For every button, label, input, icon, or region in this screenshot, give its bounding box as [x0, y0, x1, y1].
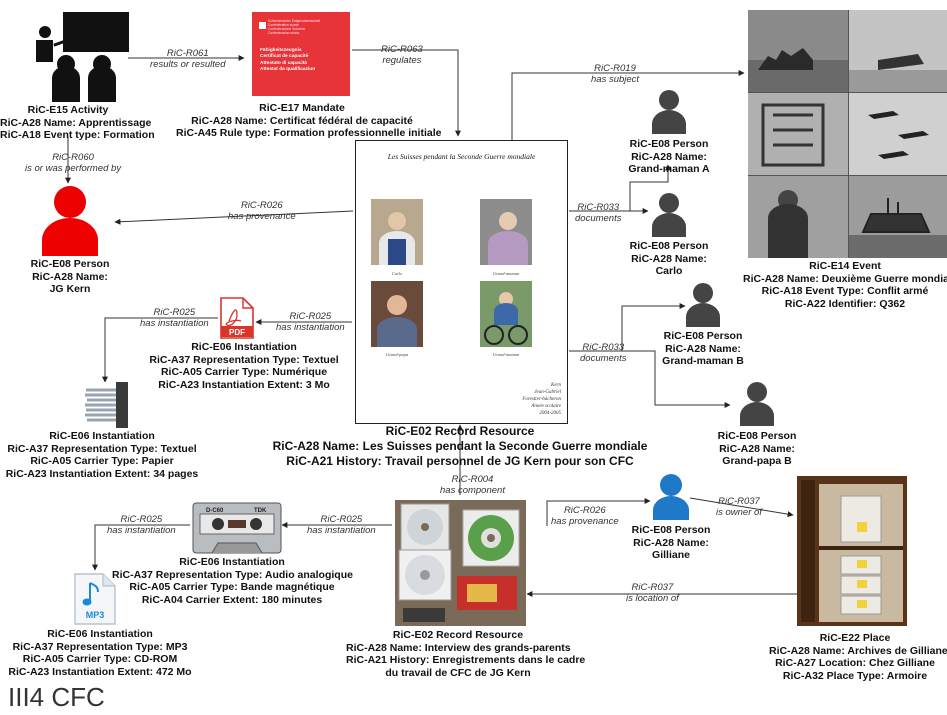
person-icon-gray: [652, 90, 686, 134]
paper-stack-image: [82, 382, 128, 428]
interview-media-image: [395, 500, 526, 626]
person-icon-blue: [653, 474, 689, 520]
photo-grand-papa: [371, 281, 423, 347]
person-icon-gray: [686, 283, 720, 327]
edge-r025d: [92, 524, 190, 571]
caption-photo-1: Carlo: [391, 271, 403, 276]
person-icon-gray: [740, 382, 774, 426]
pdf-label: PDF: [229, 328, 245, 337]
war-photo-collage: [748, 10, 947, 258]
page-title: III4 CFC: [8, 682, 105, 712]
edge-r063: [352, 49, 461, 137]
classroom-icon: [36, 12, 129, 102]
mp3-label: MP3: [86, 610, 105, 620]
caption-photo-4: Grand-maman: [492, 352, 520, 357]
edge-r033-gpb: [569, 350, 731, 408]
document-title: Les Suisses pendant la Seconde Guerre mo…: [387, 152, 536, 161]
tape-brand-label: TDK: [254, 508, 267, 514]
edge-r025b: [102, 317, 218, 383]
record-document-page: Les Suisses pendant la Seconde Guerre mo…: [355, 140, 568, 424]
caption-photo-3: Grand-papa: [385, 352, 409, 357]
edge-r026a: [114, 210, 354, 225]
edge-r026b: [546, 498, 651, 526]
photo-grand-maman-b: [480, 281, 532, 347]
photo-grand-maman-a: [480, 199, 532, 265]
person-icon-red: [42, 186, 98, 256]
cassette-tape-image: D-C60 TDK: [192, 502, 282, 554]
caption-photo-2: Grand-maman: [492, 271, 520, 276]
tape-model-label: D-C60: [206, 508, 224, 514]
pdf-icon: PDF: [220, 297, 254, 339]
cabinet-image: [797, 476, 907, 626]
mp3-file-icon: MP3: [74, 573, 116, 625]
edge-r037a: [689, 497, 794, 518]
person-icon-gray: [652, 193, 686, 237]
edge-r019: [511, 70, 745, 140]
photo-carlo: [371, 199, 423, 265]
